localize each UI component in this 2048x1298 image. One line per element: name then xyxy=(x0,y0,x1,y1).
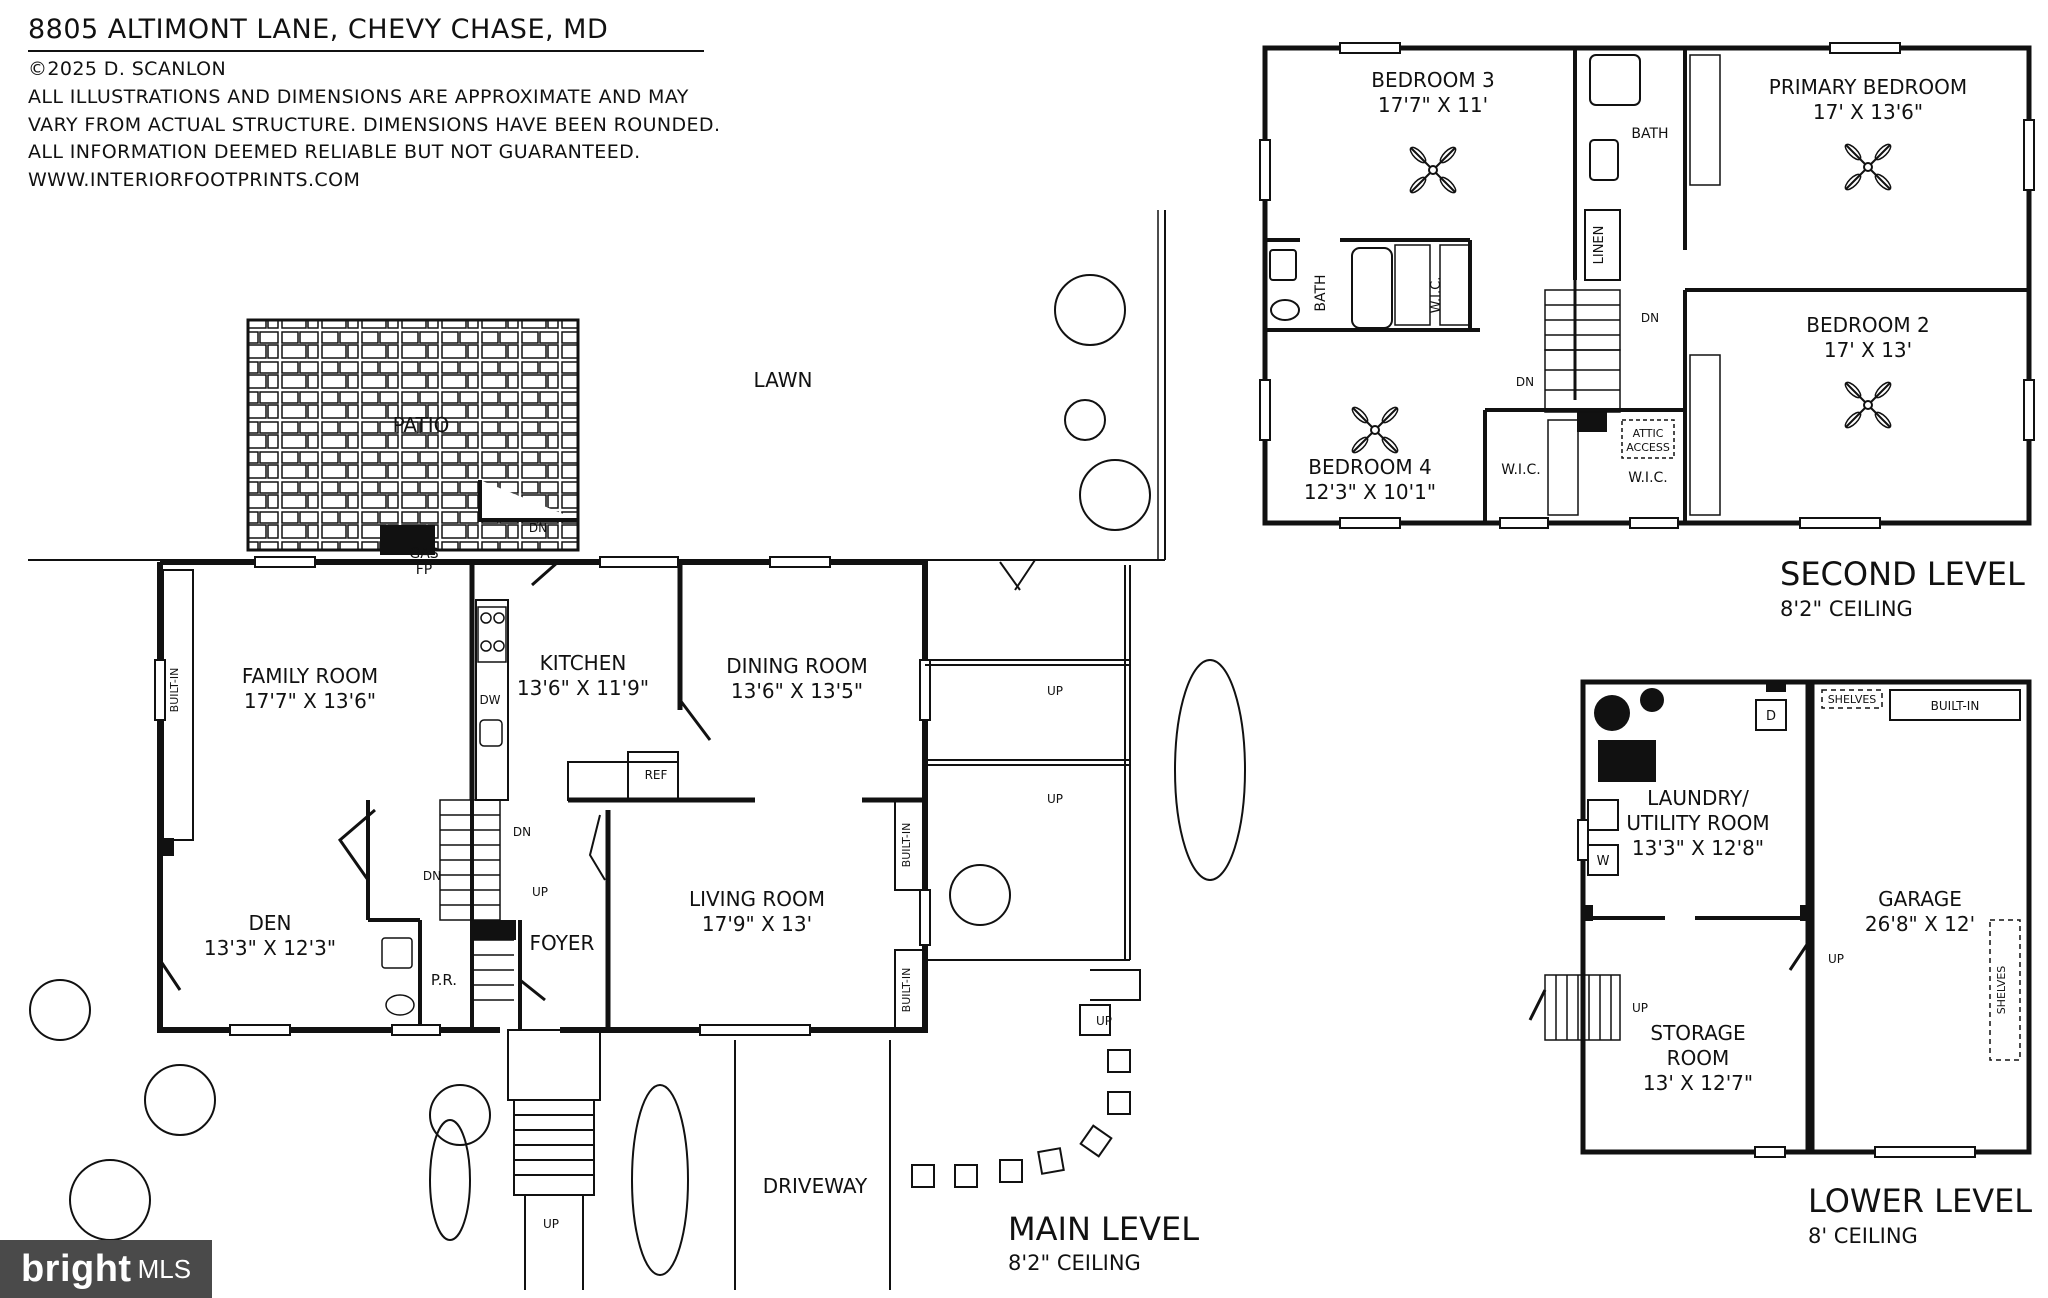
shelves-label-1: SHELVES xyxy=(1828,693,1877,706)
ref-label: REF xyxy=(645,768,668,782)
upper-dn-label-2: DN xyxy=(1516,375,1534,389)
copyright-text: ©2025 D. SCANLON xyxy=(28,58,227,80)
linen-label: LINEN xyxy=(1592,226,1607,265)
website-text: WWW.INTERIORFOOTPRINTS.COM xyxy=(28,169,361,191)
den-name: DEN xyxy=(249,911,292,935)
title-underline xyxy=(28,50,704,52)
den-dim: 13'3" X 12'3" xyxy=(204,936,336,960)
lower-level-plan xyxy=(1528,679,2032,1158)
shelves-label-2: SHELVES xyxy=(1995,966,2008,1015)
washer-label: W xyxy=(1597,854,1610,869)
hall-bath-label: BATH xyxy=(1313,274,1329,311)
primary-bedroom-name: PRIMARY BEDROOM xyxy=(1769,75,1967,99)
disclaimer-line-3: ALL INFORMATION DEEMED RELIABLE BUT NOT … xyxy=(28,141,641,163)
garage-up-label: UP xyxy=(1828,952,1844,966)
front-up-label: UP xyxy=(543,1217,559,1231)
main-level-ceiling: 8'2" CEILING xyxy=(1008,1251,1141,1275)
garage-dim: 26'8" X 12' xyxy=(1865,912,1975,936)
dryer-label: D xyxy=(1766,709,1776,724)
upper-bath-label: BATH xyxy=(1631,126,1668,142)
main-level-title: MAIN LEVEL xyxy=(1008,1210,1199,1248)
built-in-living-2: BUILT-IN xyxy=(900,968,913,1013)
foyer-name: FOYER xyxy=(530,931,595,955)
dw-label: DW xyxy=(479,693,500,707)
patio-dn-label: DN xyxy=(529,521,547,535)
bedroom2-name: BEDROOM 2 xyxy=(1806,313,1929,337)
laundry-dim: 13'3" X 12'8" xyxy=(1632,836,1764,860)
main-level-labels: LAWN PATIO GAS FP FAMILY ROOM 17'7" X 13… xyxy=(168,368,1199,1275)
laundry-name-1: LAUNDRY/ xyxy=(1647,786,1749,810)
bedroom3-dim: 17'7" X 11' xyxy=(1378,93,1488,117)
powder-room-name: P.R. xyxy=(431,971,457,989)
disclaimer-line-2: VARY FROM ACTUAL STRUCTURE. DIMENSIONS H… xyxy=(28,114,721,136)
lower-level-labels: LAUNDRY/ UTILITY ROOM 13'3" X 12'8" GARA… xyxy=(1597,693,2033,1248)
living-room-dim: 17'9" X 13' xyxy=(702,912,812,936)
kitchen-dim: 13'6" X 11'9" xyxy=(517,676,649,700)
family-room-dim: 17'7" X 13'6" xyxy=(244,689,376,713)
wic-label-2: W.I.C. xyxy=(1501,462,1541,478)
mls-suffix: MLS xyxy=(137,1253,192,1284)
built-in-family: BUILT-IN xyxy=(168,668,181,713)
kitchen-name: KITCHEN xyxy=(540,651,627,675)
attic-label: ATTIC xyxy=(1633,427,1664,440)
driveway-label: DRIVEWAY xyxy=(763,1174,868,1198)
built-in-living-1: BUILT-IN xyxy=(900,823,913,868)
garage-name: GARAGE xyxy=(1878,887,1962,911)
patio-label: PATIO xyxy=(393,413,450,437)
bright-mls-logo: bright MLS xyxy=(0,1240,212,1298)
storage-name-2: ROOM xyxy=(1667,1046,1730,1070)
built-in-garage: BUILT-IN xyxy=(1931,699,1980,713)
lower-level-title: LOWER LEVEL xyxy=(1808,1182,2032,1220)
storage-name-1: STORAGE xyxy=(1650,1021,1745,1045)
wic-label-1: W.I.C. xyxy=(1429,277,1444,314)
bright-mark: bright xyxy=(20,1247,132,1290)
side-up-label: UP xyxy=(1096,1014,1112,1028)
deck-up-label-1: UP xyxy=(1047,684,1063,698)
stair-dn-label-2: DN xyxy=(423,869,441,883)
deck-up-label-2: UP xyxy=(1047,792,1063,806)
gas-label: GAS xyxy=(409,546,438,562)
bedroom4-dim: 12'3" X 10'1" xyxy=(1304,480,1436,504)
second-level-labels: BEDROOM 3 17'7" X 11' PRIMARY BEDROOM 17… xyxy=(1304,68,2025,621)
wic-label-3: W.I.C. xyxy=(1628,470,1668,486)
storage-dim: 13' X 12'7" xyxy=(1643,1071,1753,1095)
family-room-name: FAMILY ROOM xyxy=(242,664,378,688)
second-level-title: SECOND LEVEL xyxy=(1780,555,2025,593)
dining-room-name: DINING ROOM xyxy=(726,654,868,678)
lower-level-ceiling: 8' CEILING xyxy=(1808,1224,1918,1248)
primary-bedroom-dim: 17' X 13'6" xyxy=(1813,100,1923,124)
access-label: ACCESS xyxy=(1626,441,1670,454)
living-room-name: LIVING ROOM xyxy=(689,887,825,911)
fp-label: FP xyxy=(416,562,433,578)
main-level-plan xyxy=(28,210,1246,1290)
laundry-name-2: UTILITY ROOM xyxy=(1626,811,1769,835)
storage-up-label: UP xyxy=(1632,1001,1648,1015)
disclaimer-line-1: ALL ILLUSTRATIONS AND DIMENSIONS ARE APP… xyxy=(28,86,689,108)
second-level-ceiling: 8'2" CEILING xyxy=(1780,597,1913,621)
second-level-plan xyxy=(1259,42,2035,529)
lawn-label: LAWN xyxy=(754,368,813,392)
stair-up-label: UP xyxy=(532,885,548,899)
dining-room-dim: 13'6" X 13'5" xyxy=(731,679,863,703)
stair-dn-label-1: DN xyxy=(513,825,531,839)
bedroom3-name: BEDROOM 3 xyxy=(1371,68,1494,92)
upper-dn-label-1: DN xyxy=(1641,311,1659,325)
address-title: 8805 ALTIMONT LANE, CHEVY CHASE, MD xyxy=(28,14,609,45)
bedroom4-name: BEDROOM 4 xyxy=(1308,455,1431,479)
bedroom2-dim: 17' X 13' xyxy=(1824,338,1912,362)
